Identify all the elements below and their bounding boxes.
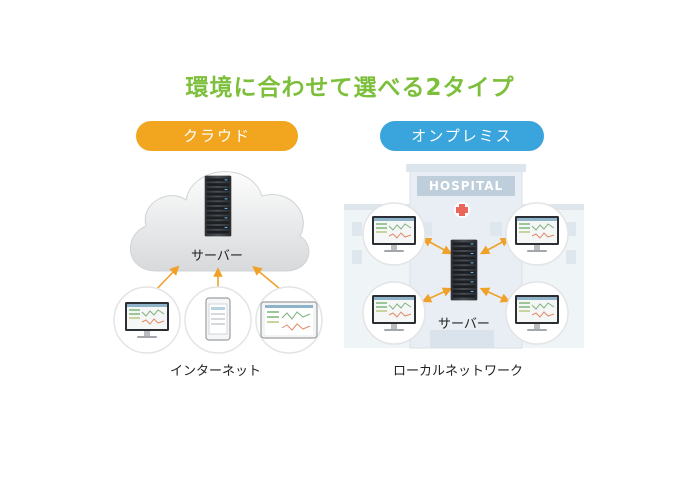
cloud-smartphone-icon (184, 286, 252, 354)
onprem-server-label: サーバー (438, 317, 490, 332)
cloud-tablet-icon (255, 286, 323, 354)
hospital-cross-icon (454, 202, 470, 218)
cloud-network-label: インターネット (170, 364, 262, 379)
cloud-server-label: サーバー (191, 249, 243, 264)
onprem-network-label: ローカルネットワーク (393, 364, 524, 379)
onprem-desktop-icon-bottom-right (505, 281, 569, 345)
cloud-badge: クラウド (136, 121, 298, 151)
hospital-sign: HOSPITAL (429, 179, 503, 193)
onprem-desktop-icon-top-right (505, 202, 569, 266)
onprem-arrows (421, 237, 511, 303)
cloud-desktop-icon (113, 286, 181, 354)
onprem-desktop-icon-bottom-left (362, 281, 426, 345)
onprem-desktop-icon-top-left (362, 202, 426, 266)
cloud-server-icon (204, 175, 232, 237)
onprem-server-icon (450, 239, 478, 301)
onprem-badge: オンプレミス (380, 121, 544, 151)
page-title: 環境に合わせて選べる2タイプ (185, 75, 515, 101)
